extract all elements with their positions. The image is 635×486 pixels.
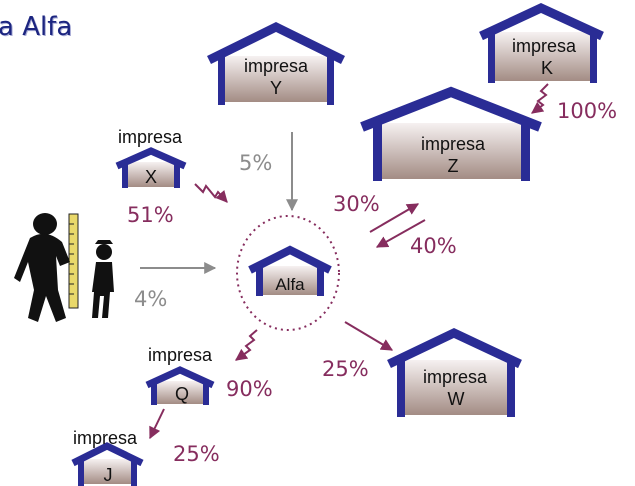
house-label-line1: impresa (423, 367, 488, 387)
people-silhouette-icon (14, 213, 114, 322)
page-title: a Alfa (0, 12, 73, 42)
house-impresa-q: impresa Q (145, 345, 215, 405)
house-impresa-w: impresa W (387, 328, 522, 417)
house-label-line2: J (104, 465, 113, 485)
house-label-line1: impresa (421, 134, 486, 154)
house-label-line1: impresa (148, 345, 213, 365)
pct-x-alfa: 51% (127, 203, 174, 227)
zigzag-arrow-x-to-alfa (194, 183, 228, 203)
house-alfa: Alfa (248, 245, 332, 296)
house-impresa-k: impresa K (479, 3, 604, 83)
house-label-line2: W (448, 389, 465, 409)
house-impresa-y: impresa Y (207, 21, 345, 105)
house-impresa-x: impresa X (115, 127, 187, 188)
pct-y-alfa: 5% (239, 151, 272, 175)
pct-people-alfa: 4% (134, 287, 167, 311)
zigzag-arrow-alfa-to-q (235, 329, 258, 361)
pct-alfa-w: 25% (322, 357, 369, 381)
house-label-line1: impresa (73, 428, 138, 448)
zigzag-arrow-k-to-z (531, 83, 549, 114)
arrow-alfa-to-z (369, 203, 420, 233)
house-label-line1: impresa (244, 56, 309, 76)
pct-q-j: 25% (173, 442, 220, 466)
arrow-z-to-alfa (375, 219, 426, 248)
house-label-line1: Alfa (275, 275, 305, 294)
house-label-line1: impresa (512, 36, 577, 56)
alfa-dotted-circle (236, 215, 340, 331)
pct-k-z: 100% (557, 99, 617, 123)
house-label-line2: Z (448, 156, 459, 176)
arrow-q-to-j (149, 408, 165, 440)
house-impresa-j: impresa J (71, 428, 144, 486)
arrow-alfa-to-w (344, 321, 394, 351)
pct-alfa-z: 30% (333, 192, 380, 216)
house-impresa-z: impresa Z (360, 86, 542, 181)
house-label-line2: Y (270, 78, 282, 98)
house-label-line2: K (541, 58, 553, 78)
pct-q-alfa: 90% (226, 377, 273, 401)
pct-z-alfa: 40% (410, 234, 457, 258)
house-label-line2: X (145, 167, 157, 187)
house-label-line2: Q (175, 384, 189, 404)
house-label-line1: impresa (118, 127, 183, 147)
